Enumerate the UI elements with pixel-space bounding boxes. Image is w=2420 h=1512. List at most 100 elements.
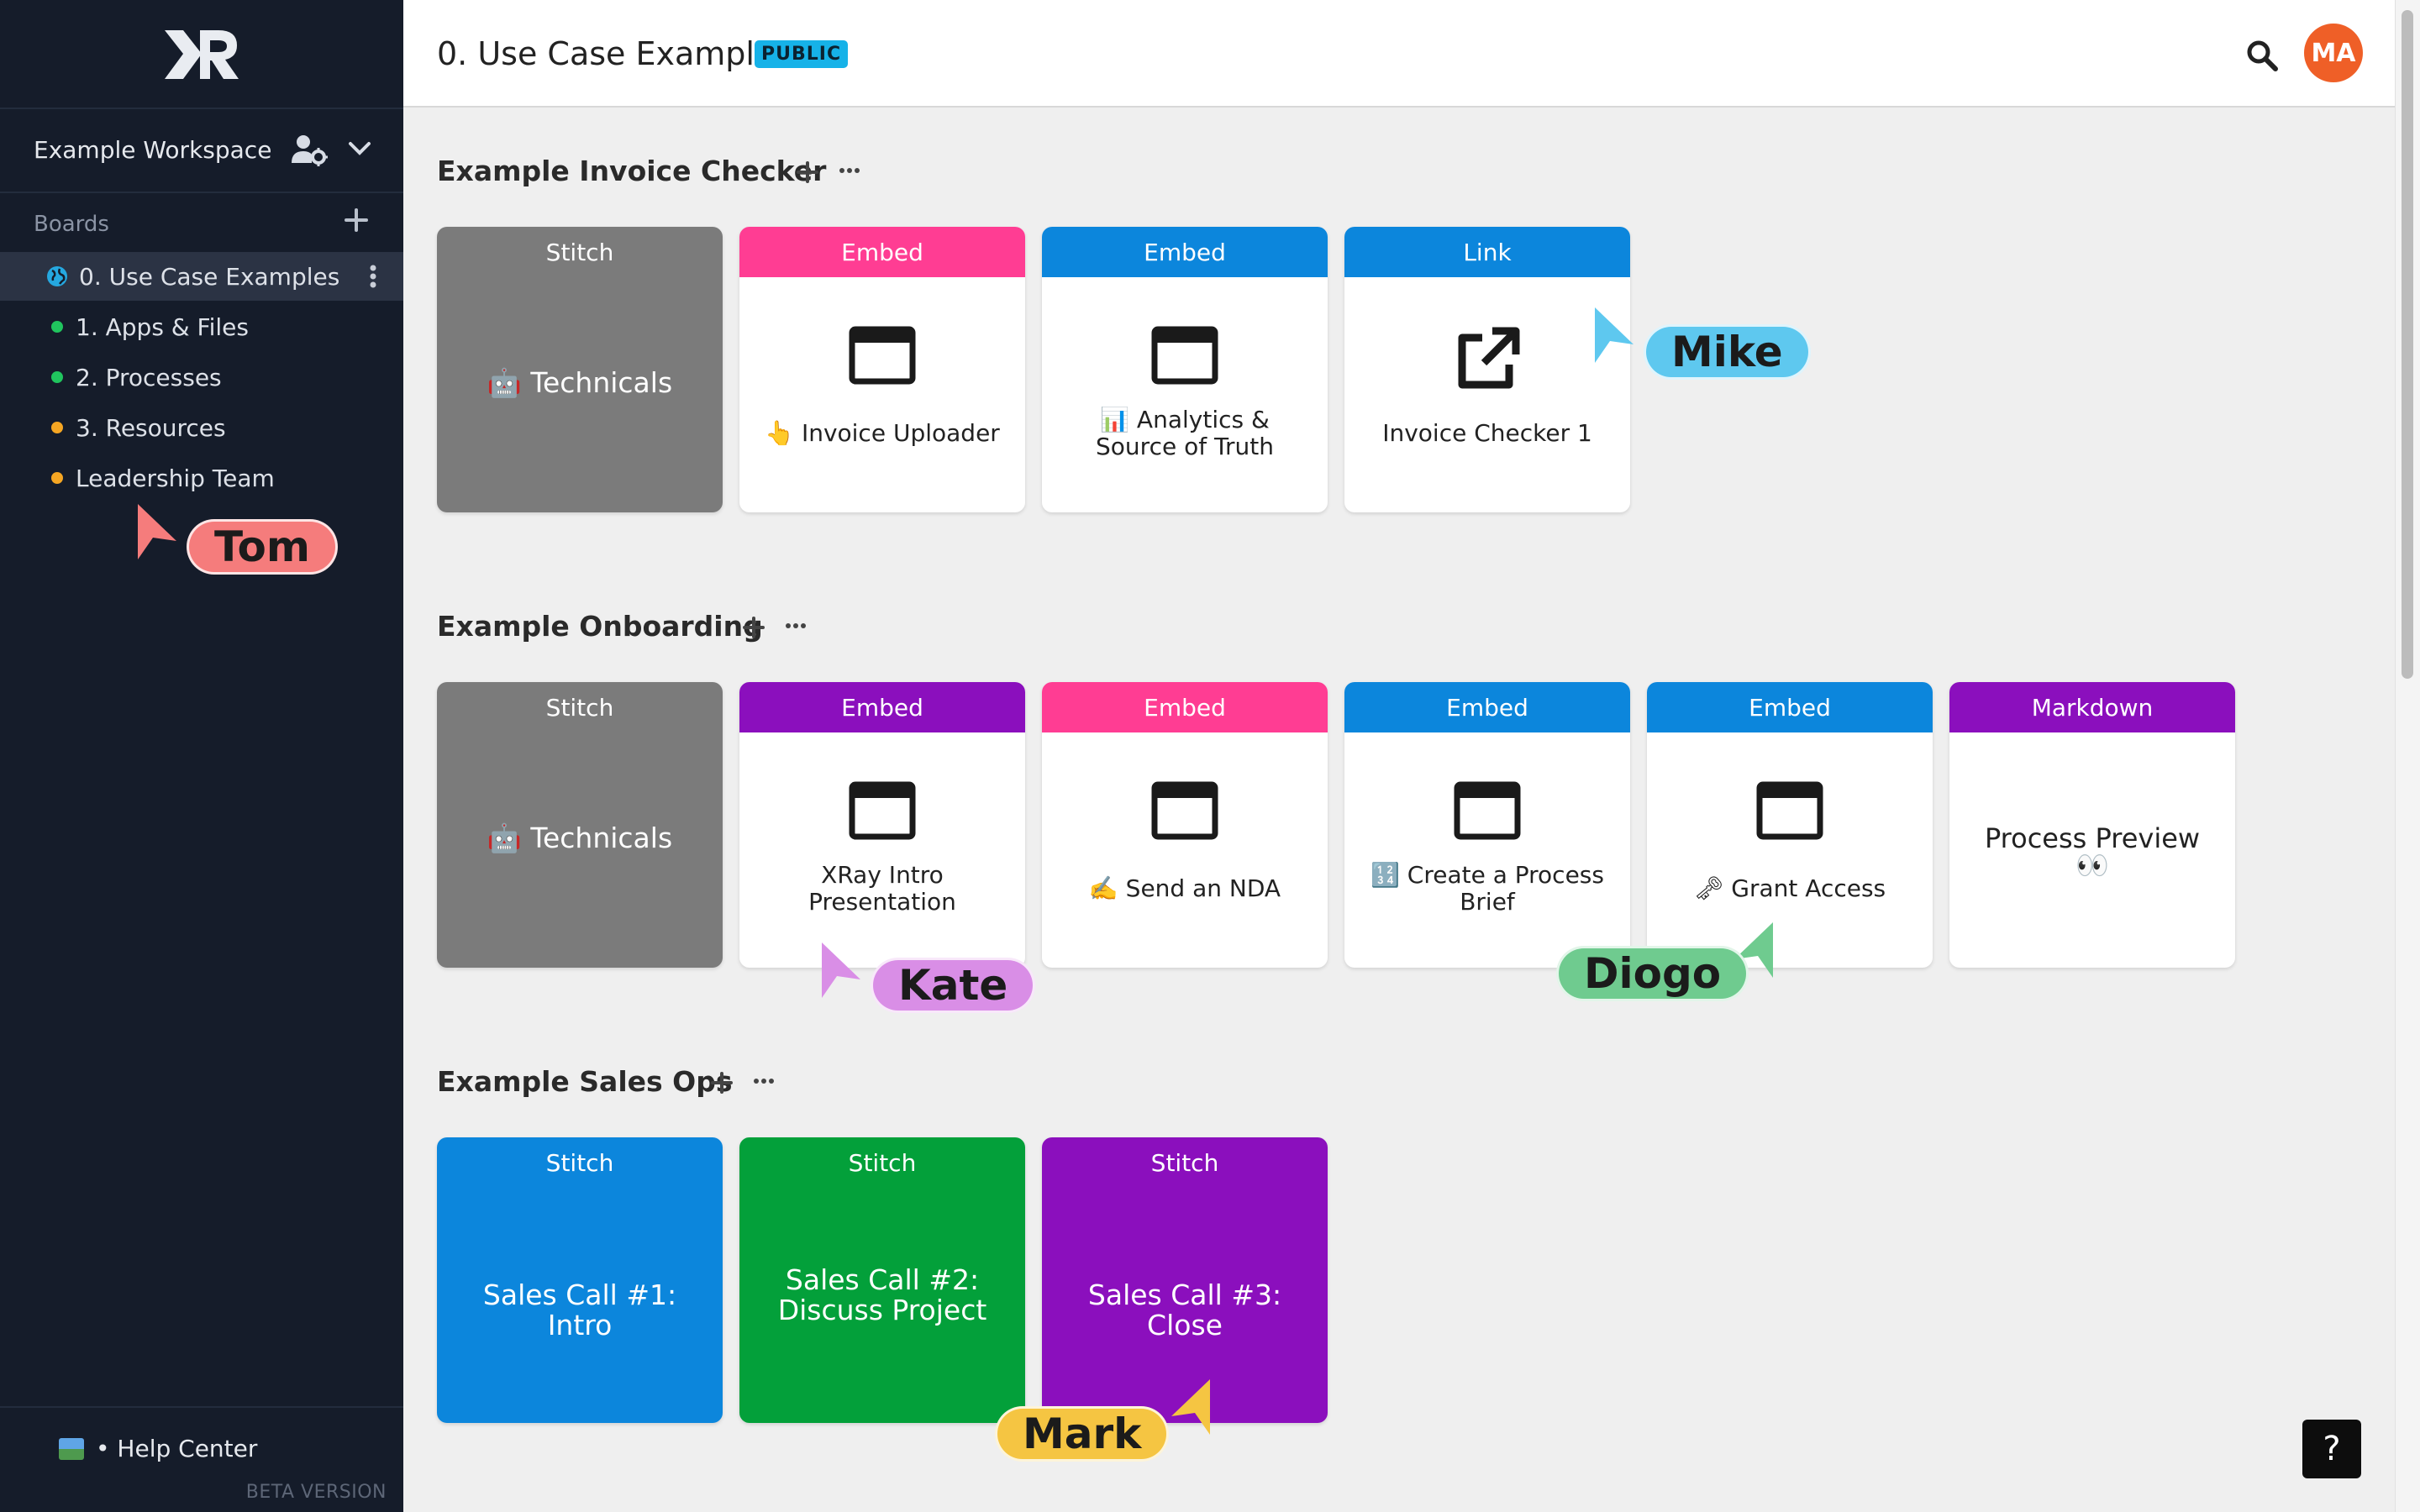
sidebar: Example Workspace Boards 0. Use Case Exa… (0, 0, 403, 1512)
sidebar-item-processes[interactable]: 2. Processes (0, 353, 403, 402)
card-type-label: Stitch (545, 1148, 614, 1177)
card-title: Sales Call #3: Close (1087, 1278, 1282, 1341)
sidebar-item-label: 3. Resources (76, 413, 226, 442)
sidebar-item-resources[interactable]: 3. Resources (0, 403, 403, 452)
card-title: 🤖 Technicals (487, 822, 673, 854)
cursor-pointer-icon (822, 942, 860, 998)
more-options-icon[interactable] (785, 622, 807, 630)
cursor-pointer-icon (1734, 922, 1773, 978)
chevron-down-icon[interactable] (348, 139, 371, 158)
sidebar-item-label: 0. Use Case Examples (79, 262, 340, 291)
card-title: XRay Intro Presentation (808, 861, 956, 916)
card-technicals[interactable]: Stitch 🤖 Technicals (437, 227, 723, 512)
window-icon (1454, 781, 1521, 840)
add-card-icon[interactable] (743, 617, 765, 638)
page-title: 0. Use Case Examples (437, 35, 792, 72)
card-sales-call-close[interactable]: Stitch Sales Call #3: Close (1042, 1137, 1328, 1423)
card-type-label: Embed (1042, 682, 1328, 732)
card-title: Sales Call #1: Intro (482, 1278, 677, 1341)
card-sales-call-intro[interactable]: Stitch Sales Call #1: Intro (437, 1137, 723, 1423)
sidebar-item-leadership-team[interactable]: Leadership Team (0, 454, 403, 502)
more-options-icon[interactable] (839, 166, 860, 175)
card-title: Invoice Checker 1 (1382, 419, 1592, 447)
card-type-label: Markdown (1949, 682, 2235, 732)
status-dot (51, 371, 63, 383)
boards-label: Boards (34, 212, 109, 237)
card-type-label: Embed (1344, 682, 1630, 732)
card-title: 🔢 Create a Process Brief (1370, 861, 1604, 916)
sidebar-divider (0, 108, 403, 109)
card-title: ✍️ Send an NDA (1088, 874, 1281, 902)
card-type-label: Link (1344, 227, 1630, 277)
globe-icon (47, 266, 67, 286)
top-bar: 0. Use Case Examples PUBLIC MA (403, 0, 2395, 108)
card-send-nda[interactable]: Embed ✍️ Send an NDA (1042, 682, 1328, 968)
sidebar-item-label: 1. Apps & Files (76, 312, 249, 341)
window-icon (849, 326, 916, 385)
add-board-icon[interactable] (343, 207, 370, 234)
card-title: Sales Call #2: Discuss Project (777, 1263, 987, 1326)
cursor-label-mike: Mike (1644, 324, 1811, 380)
card-title: 🤖 Technicals (487, 366, 673, 399)
search-icon[interactable] (2245, 39, 2279, 72)
card-invoice-checker-link[interactable]: Link Invoice Checker 1 (1344, 227, 1630, 512)
cursor-label-mark: Mark (995, 1406, 1170, 1462)
card-type-label: Embed (739, 682, 1025, 732)
card-type-label: Embed (1042, 227, 1328, 277)
sidebar-item-use-case-examples[interactable]: 0. Use Case Examples (0, 252, 403, 301)
sidebar-item-apps-files[interactable]: 1. Apps & Files (0, 302, 403, 351)
card-type-label: Stitch (1150, 1148, 1219, 1177)
card-title: 👆 Invoice Uploader (765, 419, 1000, 447)
sidebar-divider (0, 1406, 403, 1408)
card-type-label: Stitch (545, 693, 614, 722)
card-grant-access[interactable]: Embed 🗝 Grant Access (1647, 682, 1933, 968)
card-type-label: Stitch (848, 1148, 917, 1177)
section-title-invoice-checker: Example Invoice Checker (437, 155, 827, 187)
map-icon (59, 1437, 84, 1460)
card-analytics[interactable]: Embed 📊 Analytics & Source of Truth (1042, 227, 1328, 512)
window-icon (1756, 781, 1823, 840)
sidebar-item-label: 2. Processes (76, 363, 222, 391)
public-badge: PUBLIC (755, 40, 849, 68)
more-options-icon[interactable] (753, 1077, 775, 1085)
card-process-preview[interactable]: Markdown Process Preview 👀 (1949, 682, 2235, 968)
status-dot (51, 472, 63, 484)
logo[interactable] (160, 25, 244, 84)
card-type-label: Stitch (545, 238, 614, 266)
help-center-link[interactable]: • Help Center (59, 1435, 257, 1462)
cursor-label-tom: Tom (187, 519, 338, 575)
add-card-icon[interactable] (711, 1072, 733, 1094)
card-process-brief[interactable]: Embed 🔢 Create a Process Brief (1344, 682, 1630, 968)
card-sales-call-discuss[interactable]: Stitch Sales Call #2: Discuss Project (739, 1137, 1025, 1423)
user-settings-icon[interactable] (291, 133, 328, 166)
xr-logo-icon (165, 30, 239, 79)
card-title: 📊 Analytics & Source of Truth (1096, 406, 1274, 460)
window-icon (1151, 326, 1218, 385)
cursor-pointer-icon (1171, 1379, 1210, 1435)
beta-label: BETA VERSION (245, 1482, 387, 1503)
section-title-sales-ops: Example Sales Ops (437, 1065, 733, 1098)
external-link-icon (1458, 327, 1520, 389)
cursor-label-kate: Kate (871, 958, 1036, 1013)
window-icon (849, 781, 916, 840)
card-title: Process Preview 👀 (1984, 822, 2201, 881)
card-type-label: Embed (739, 227, 1025, 277)
cursor-label-diogo: Diogo (1556, 946, 1749, 1001)
help-center-label: • Help Center (96, 1435, 258, 1462)
sidebar-divider (0, 192, 403, 193)
scrollbar-thumb[interactable] (2402, 10, 2413, 679)
sidebar-item-label: Leadership Team (76, 464, 275, 492)
section-title-onboarding: Example Onboarding (437, 610, 763, 643)
cursor-pointer-icon (138, 504, 176, 559)
card-xray-intro[interactable]: Embed XRay Intro Presentation (739, 682, 1025, 968)
card-title: 🗝 Grant Access (1693, 874, 1886, 902)
kebab-menu-icon[interactable] (368, 264, 378, 289)
user-avatar[interactable]: MA (2304, 24, 2363, 82)
card-invoice-uploader[interactable]: Embed 👆 Invoice Uploader (739, 227, 1025, 512)
window-icon (1151, 781, 1218, 840)
workspace-name[interactable]: Example Workspace (34, 136, 272, 164)
help-button[interactable]: ? (2302, 1420, 2361, 1478)
card-type-label: Embed (1647, 682, 1933, 732)
card-technicals[interactable]: Stitch 🤖 Technicals (437, 682, 723, 968)
add-card-icon[interactable] (797, 161, 818, 183)
